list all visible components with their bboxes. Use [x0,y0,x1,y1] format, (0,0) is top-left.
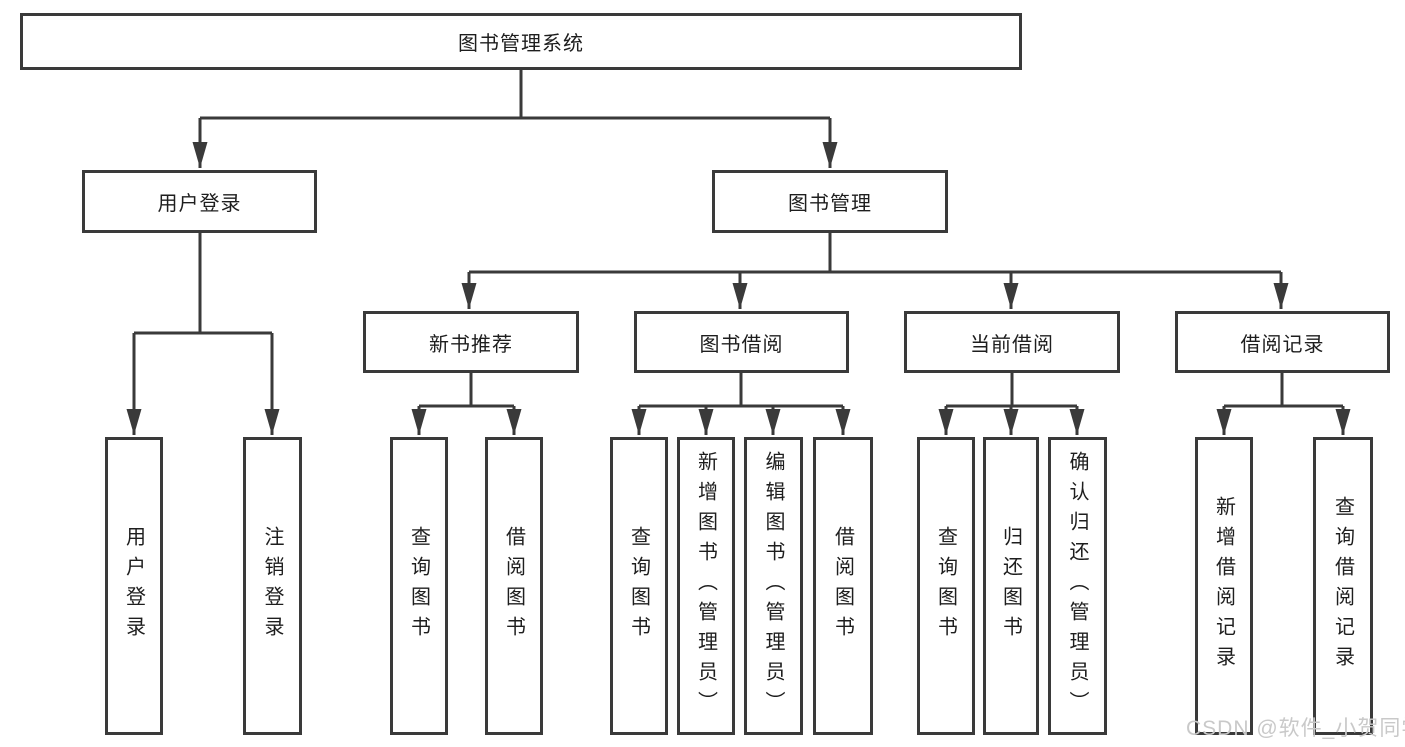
node-label: 查询借阅记录 [1331,496,1354,676]
node-label: 借阅记录 [1240,333,1325,356]
node-label: 查询图书 [627,526,650,646]
leaf-logout: 注销登录 [243,437,302,735]
leaf-borrow-books: 借阅图书 [813,437,873,735]
node-label: 借阅图书 [502,526,525,646]
node-current-borrowing: 当前借阅 [904,311,1120,373]
node-label: 图书管理系统 [458,33,584,55]
node-label: 归还图书 [999,526,1022,646]
node-label: 确认归还（管理员） [1066,451,1088,721]
node-label: 查询图书 [407,526,430,646]
leaf-query-borrow-record: 查询借阅记录 [1313,437,1373,735]
leaf-query-books-current: 查询图书 [917,437,975,735]
node-label: 当前借阅 [970,333,1054,356]
node-label: 用户登录 [157,193,242,215]
node-borrowing-records: 借阅记录 [1175,311,1390,373]
node-label: 新增借阅记录 [1212,496,1235,676]
node-library-management-system: 图书管理系统 [20,13,1022,70]
leaf-query-books-borrow: 查询图书 [610,437,668,735]
node-book-borrowing: 图书借阅 [634,311,849,373]
leaf-confirm-return-admin: 确认归还（管理员） [1048,437,1107,735]
leaf-query-books-recommend: 查询图书 [390,437,448,735]
leaf-user-login: 用户登录 [105,437,163,735]
node-user-login: 用户登录 [82,170,317,233]
node-label: 用户登录 [122,526,145,646]
leaf-add-borrow-record: 新增借阅记录 [1195,437,1253,735]
node-new-book-recommendation: 新书推荐 [363,311,579,373]
node-label: 借阅图书 [831,526,854,646]
leaf-return-books: 归还图书 [983,437,1039,735]
leaf-edit-books-admin: 编辑图书（管理员） [744,437,803,735]
node-label: 图书借阅 [699,333,784,356]
leaf-add-books-admin: 新增图书（管理员） [677,437,735,735]
leaf-borrow-books-recommend: 借阅图书 [485,437,543,735]
node-label: 查询图书 [934,526,957,646]
node-label: 新增图书（管理员） [694,451,717,721]
node-label: 编辑图书（管理员） [762,451,784,721]
watermark-text: CSDN @软件_小贺同学 [1186,717,1405,740]
node-label: 新书推荐 [429,333,513,356]
node-book-management: 图书管理 [712,170,948,233]
node-label: 注销登录 [261,526,283,646]
node-label: 图书管理 [788,193,872,215]
